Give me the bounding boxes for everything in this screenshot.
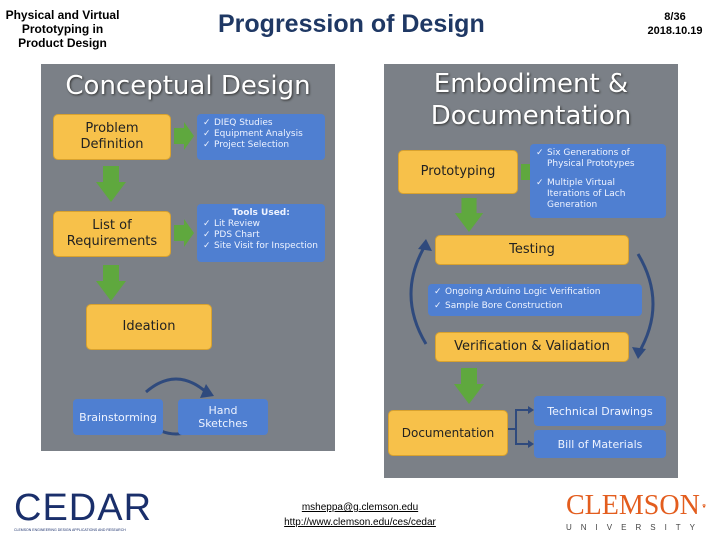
tools-used-box: Tools Used: Lit Review PDS Chart Site Vi… bbox=[197, 204, 325, 262]
documentation-box: Documentation bbox=[388, 410, 508, 456]
embodiment-panel: Embodiment & Documentation Prototyping S… bbox=[384, 64, 678, 478]
clemson-logo: CLEMSON UNIVERSITY bbox=[566, 491, 706, 533]
arrow-down-icon bbox=[96, 265, 126, 301]
cedar-logo-wordmark: CEDAR bbox=[14, 487, 153, 529]
loop-arrow-right-icon bbox=[632, 253, 655, 359]
problem-definition-box: Problem Definition bbox=[53, 114, 171, 160]
arrow-down-icon bbox=[454, 198, 484, 232]
slide-date: 2018.10.19 bbox=[647, 25, 703, 37]
arrow-down-icon bbox=[96, 166, 126, 202]
bullet-item: Sample Bore Construction bbox=[434, 301, 636, 312]
bullet-item: Six Generations of Physical Prototypes bbox=[536, 148, 660, 170]
bullet-item: Site Visit for Inspection bbox=[203, 241, 319, 252]
hand-sketches-box: Hand Sketches bbox=[178, 399, 268, 435]
bill-of-materials-box: Bill of Materials bbox=[534, 430, 666, 458]
contact-email-link[interactable]: msheppa@g.clemson.edu bbox=[301, 502, 419, 513]
cedar-logo-tagline: CLEMSON ENGINEERING DESIGN APPLICATIONS … bbox=[14, 528, 126, 532]
cedar-logo: CEDAR CLEMSON ENGINEERING DESIGN APPLICA… bbox=[14, 487, 153, 534]
bullet-item: PDS Chart bbox=[203, 230, 319, 241]
technical-drawings-box: Technical Drawings bbox=[534, 396, 666, 426]
bullet-item: Project Selection bbox=[203, 140, 319, 151]
arrow-right-icon bbox=[174, 122, 194, 150]
bullet-item: Ongoing Arduino Logic Verification bbox=[434, 287, 636, 298]
verification-validation-box: Verification & Validation bbox=[435, 332, 629, 362]
arrow-right-icon bbox=[174, 219, 194, 247]
brainstorming-box: Brainstorming bbox=[73, 399, 163, 435]
clemson-logo-wordmark: CLEMSON bbox=[566, 491, 706, 521]
tools-used-title: Tools Used: bbox=[232, 208, 290, 218]
problem-bullets-box: DIEQ Studies Equipment Analysis Project … bbox=[197, 114, 325, 160]
testing-bullets-box: Ongoing Arduino Logic Verification Sampl… bbox=[428, 284, 642, 316]
bullet-item: DIEQ Studies bbox=[203, 118, 319, 129]
slide-title: Progression of Design bbox=[218, 10, 485, 38]
ideation-box: Ideation bbox=[86, 304, 212, 350]
prototyping-bullets-box: Six Generations of Physical Prototypes M… bbox=[530, 144, 666, 218]
presentation-subtitle: Physical and Virtual Prototyping in Prod… bbox=[5, 8, 120, 50]
prototyping-box: Prototyping bbox=[398, 150, 518, 194]
conceptual-design-panel: Conceptual Design Problem Definition DIE… bbox=[41, 64, 335, 451]
tiger-paw-icon bbox=[702, 504, 706, 508]
loop-arrow-left-icon bbox=[409, 239, 432, 345]
branch-arrows-icon bbox=[508, 406, 534, 448]
clemson-logo-subtitle: UNIVERSITY bbox=[566, 523, 705, 532]
clemson-wordmark-text: CLEMSON bbox=[566, 490, 700, 521]
bullet-item: Equipment Analysis bbox=[203, 129, 319, 140]
conceptual-design-title: Conceptual Design bbox=[65, 71, 311, 101]
bullet-item: Multiple Virtual Iterations of Lach Gene… bbox=[536, 178, 660, 211]
list-of-requirements-box: List of Requirements bbox=[53, 211, 171, 257]
embodiment-title: Embodiment & Documentation bbox=[430, 69, 632, 131]
cedar-website-link[interactable]: http://www.clemson.edu/ces/cedar bbox=[284, 517, 436, 528]
slide-meta: 8/36 2018.10.19 bbox=[630, 10, 720, 38]
slide-number: 8/36 bbox=[664, 11, 686, 23]
testing-box: Testing bbox=[435, 235, 629, 265]
arrow-down-icon bbox=[454, 368, 484, 404]
bullet-item: Lit Review bbox=[203, 219, 319, 230]
